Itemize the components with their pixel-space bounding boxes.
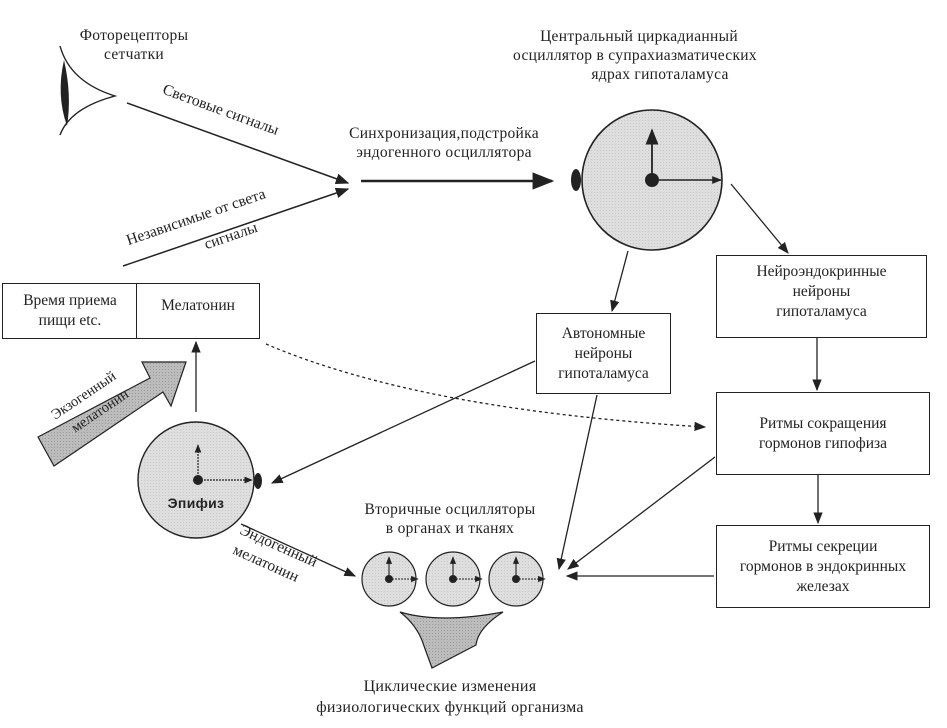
eye-icon: [59, 45, 118, 136]
autonomous-to-epiphysis-arrow: [270, 360, 536, 484]
secondary-oscillator-clock-icon: [488, 551, 546, 607]
photoreceptors-label: Фоторецепторы сетчатки: [79, 27, 189, 63]
neuroendocrine-neurons-box: Нейроэндокринные нейроны гипоталамуса: [716, 255, 927, 338]
autonomous-to-secondary-arrow: [556, 394, 598, 571]
melatonin-to-pituitary-dashed-arrow: [265, 343, 707, 432]
central-oscillator-label: Центральный циркадианный осциллятор в су…: [513, 28, 757, 83]
endocrine-rhythms-box: Ритмы секреции гормонов в эндокринных же…: [716, 525, 930, 608]
autonomous-neurons-box: Автономные нейроны гипоталамуса: [536, 313, 671, 394]
central-oscillator-clock-icon: [571, 109, 723, 251]
outcome-label: Циклические изменения физиологических фу…: [316, 678, 584, 716]
meal-time-box: Время приема пищи etc.: [2, 283, 138, 339]
pituitary-rhythms-box: Ритмы сокращения гормонов гипофиза: [716, 392, 930, 475]
melatonin-box: Мелатонин: [136, 283, 260, 339]
endogenous-melatonin-arrow: [240, 523, 357, 577]
secondary-oscillators-label: Вторичные осцилляторы в органах и тканях: [364, 501, 536, 537]
secondary-oscillator-clock-icon: [425, 551, 483, 607]
exogenous-melatonin-arrow: [37, 361, 187, 467]
non-light-signals-arrow: [122, 187, 350, 267]
epiphysis-label: Эпифиз: [167, 495, 225, 511]
arrow-to-autonomous: [610, 250, 629, 313]
arrow-to-neuroendocrine: [730, 183, 789, 254]
light-signals-arrow: [126, 102, 350, 184]
outcome-big-arrow: [399, 611, 504, 669]
synchronization-label: Синхронизация,подстройка эндогенного осц…: [349, 125, 539, 161]
epiphysis-clock-icon: [137, 421, 262, 539]
secondary-oscillator-clock-icon: [361, 551, 419, 607]
pituitary-to-secondary-arrow: [567, 456, 716, 570]
